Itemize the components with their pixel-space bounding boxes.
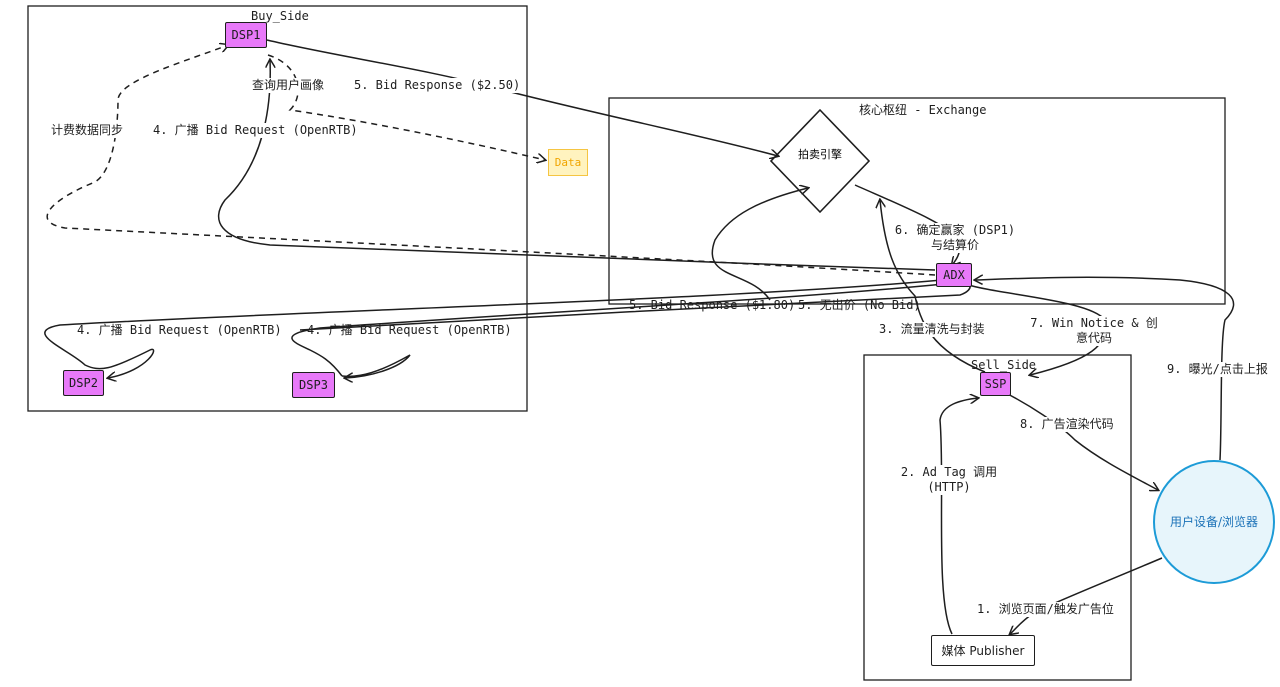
user-device-label: 用户设备/浏览器: [1169, 515, 1259, 529]
ssp-node[interactable]: SSP: [980, 372, 1011, 396]
edge-bid-response-dsp2: [711, 188, 808, 301]
label-impression: 9. 曝光/点击上报: [1166, 362, 1269, 377]
label-win-notice: 7. Win Notice & 创意代码: [1028, 316, 1160, 346]
sell-side-frame: [863, 354, 1132, 681]
edge-browse: [1010, 557, 1163, 634]
data-node[interactable]: Data: [548, 149, 588, 176]
label-bid-response-dsp2: 5. Bid Response ($1.80): [629, 298, 796, 312]
auction-engine-label: 拍卖引擎: [798, 148, 842, 161]
dsp1-node[interactable]: DSP1: [225, 22, 267, 48]
label-render: 8. 广告渲染代码: [1019, 417, 1115, 432]
edge-no-bid-dsp3: [299, 282, 971, 331]
label-billing-sync: 计费数据同步: [50, 123, 125, 138]
dsp3-node[interactable]: DSP3: [292, 372, 335, 398]
edge-bid-request-dsp1: [217, 60, 936, 271]
edge-impression: [975, 277, 1235, 461]
buy-side-frame: [27, 5, 528, 412]
edge-query-profile: [267, 54, 545, 160]
label-bid-request-dsp3: 4. 广播 Bid Request (OpenRTB): [307, 323, 512, 337]
label-ad-tag: 2. Ad Tag 调用 (HTTP): [898, 465, 1000, 495]
label-query-profile: 查询用户画像: [251, 78, 326, 93]
sell-side-title: Sell_Side: [971, 358, 1037, 372]
edge-ad-tag: [939, 398, 978, 635]
edge-bid-request-dsp3: [291, 283, 945, 377]
adx-node[interactable]: ADX: [936, 263, 972, 287]
label-bid-request-dsp1: 4. 广播 Bid Request (OpenRTB): [152, 123, 359, 138]
edge-billing-sync: [46, 45, 936, 276]
auction-engine-diamond[interactable]: [769, 108, 871, 214]
edge-cleanse: [880, 200, 986, 373]
exchange-title: 核心枢纽 - Exchange: [859, 103, 987, 117]
dsp2-node[interactable]: DSP2: [63, 370, 104, 396]
label-bid-response-dsp1: 5. Bid Response ($2.50): [353, 78, 522, 93]
label-bid-request-dsp2: 4. 广播 Bid Request (OpenRTB): [77, 323, 282, 337]
label-no-bid-dsp3: 5. 无出价 (No Bid): [798, 298, 921, 312]
label-cleanse: 3. 流量清洗与封装: [878, 322, 986, 337]
exchange-frame: [608, 97, 1226, 305]
user-device-node[interactable]: 用户设备/浏览器: [1153, 460, 1275, 584]
buy-side-title: Buy_Side: [251, 9, 309, 23]
edge-bid-request-dsp2: [44, 279, 943, 378]
label-winner: 6. 确定赢家 (DSP1) 与结算价: [892, 223, 1018, 253]
publisher-node[interactable]: 媒体 Publisher: [931, 635, 1035, 666]
edge-render: [999, 389, 1158, 490]
edge-bid-request-dsp3-tail: [341, 354, 411, 378]
label-browse: 1. 浏览页面/触发广告位: [976, 602, 1115, 617]
